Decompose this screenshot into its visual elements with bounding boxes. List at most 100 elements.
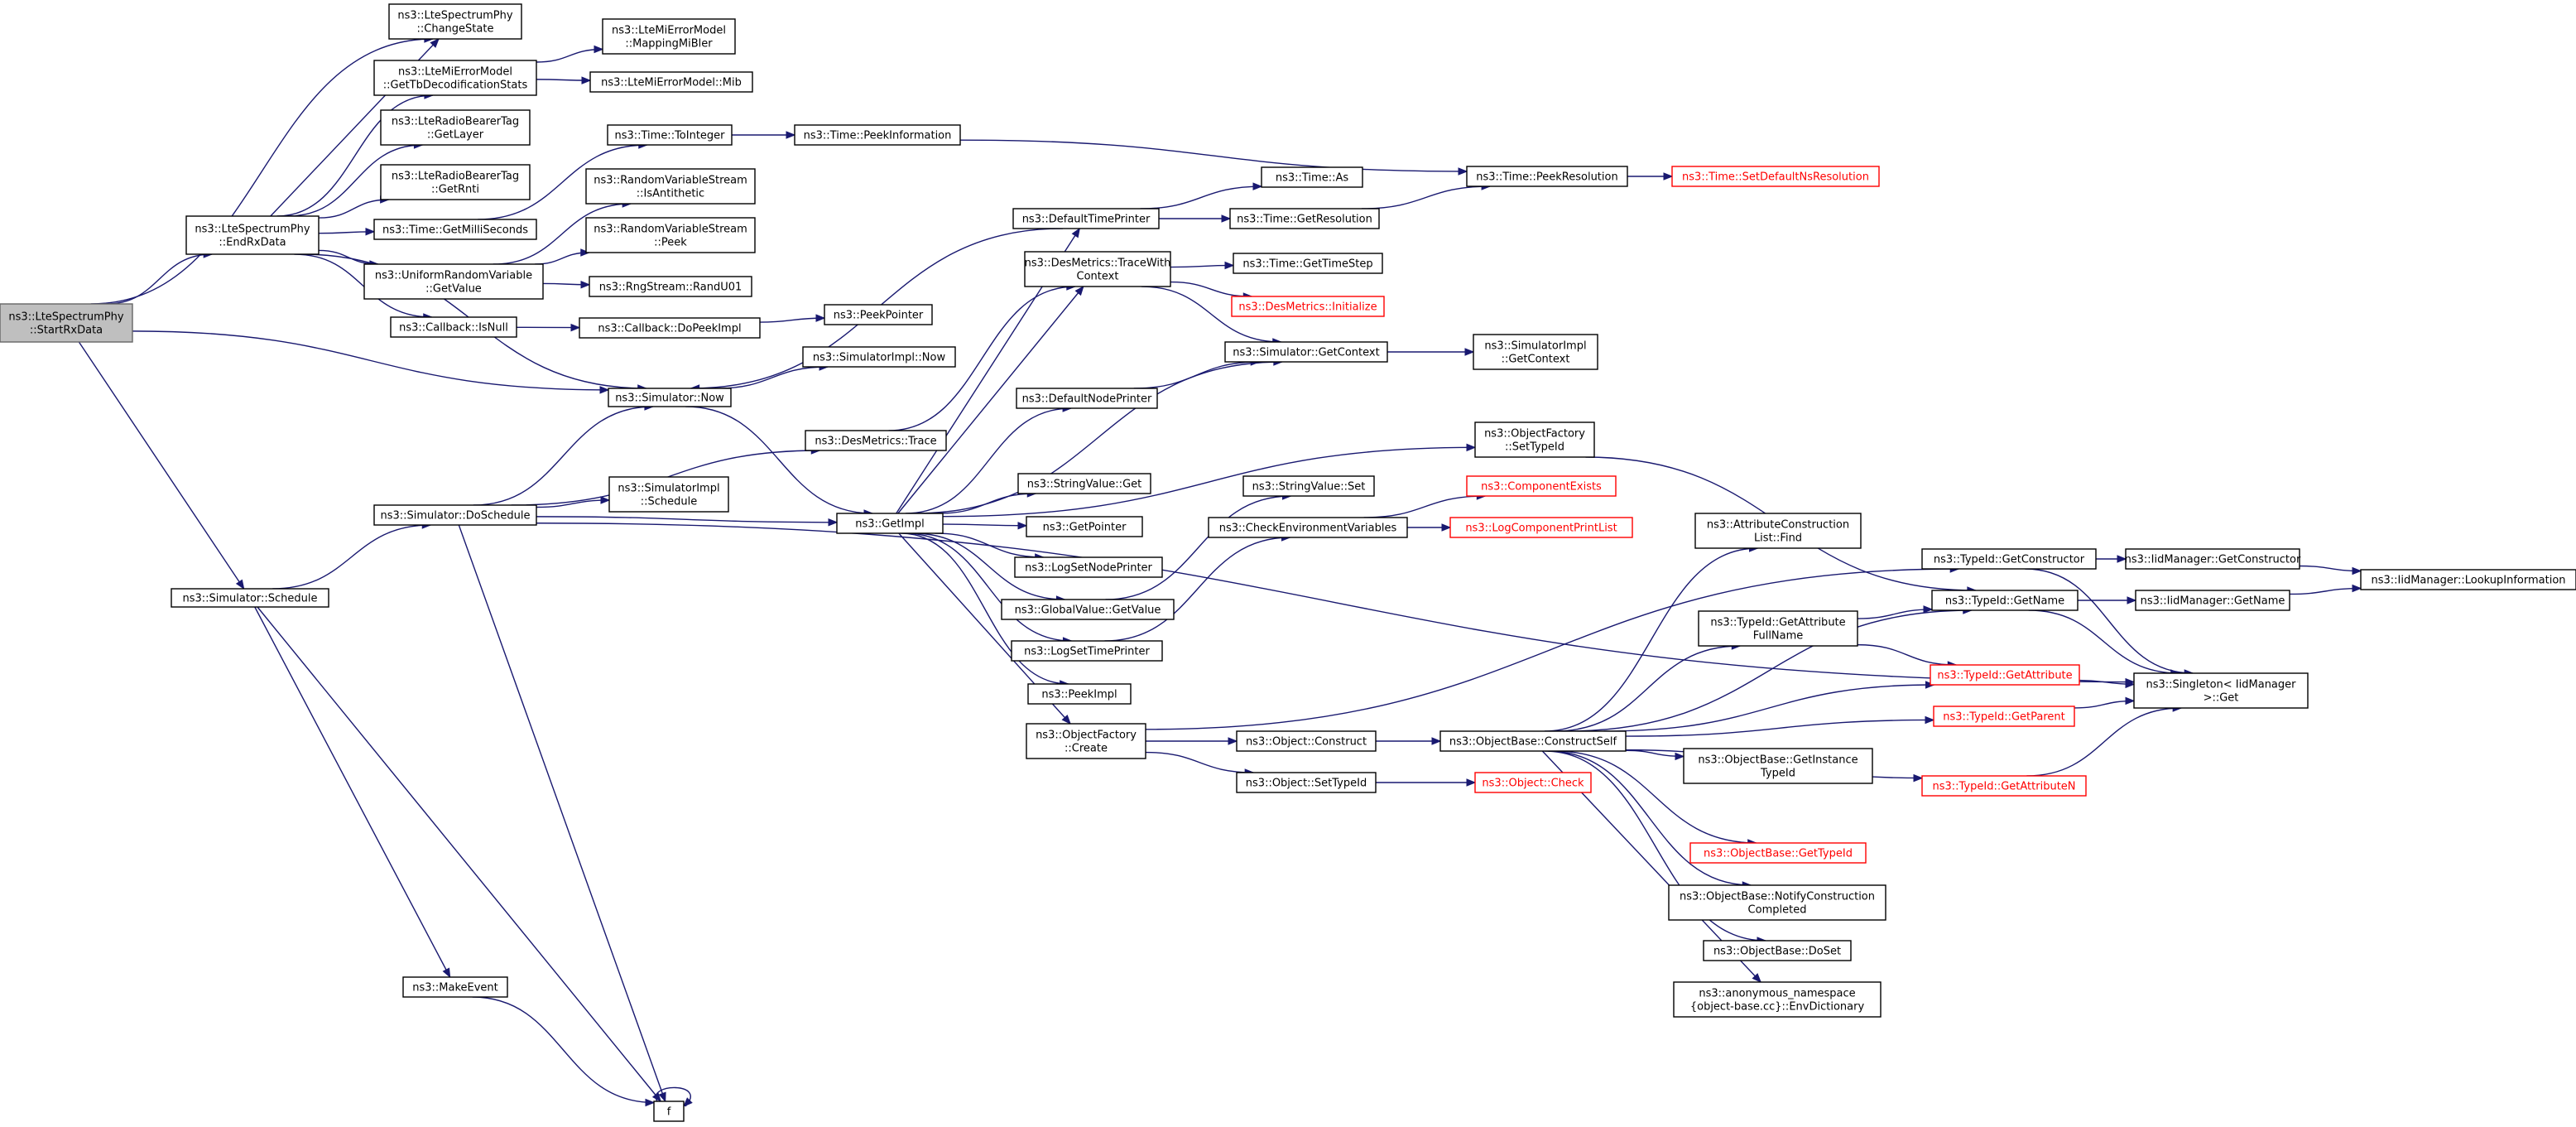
node-iid-getctor[interactable]: ns3::IidManager::GetConstructor [2125, 548, 2301, 570]
node-get-pointer[interactable]: ns3::GetPointer [1026, 516, 1143, 537]
node-log-time[interactable]: ns3::LogSetTimePrinter [1011, 640, 1163, 662]
node-get-res[interactable]: ns3::Time::GetResolution [1229, 208, 1380, 229]
node-des-init[interactable]: ns3::DesMetrics::Initialize [1231, 296, 1385, 317]
node-des-trace[interactable]: ns3::DesMetrics::Trace [805, 430, 947, 451]
node-label: ns3::Time::As [1276, 172, 1349, 185]
edge-line [905, 407, 1072, 514]
node-check-env[interactable]: ns3::CheckEnvironmentVariables [1208, 517, 1408, 538]
node-construct-self[interactable]: ns3::ObjectBase::ConstructSelf [1439, 730, 1627, 752]
node-tid-getname[interactable]: ns3::TypeId::GetName [1931, 590, 2079, 611]
node-peek-pointer[interactable]: ns3::PeekPointer [824, 304, 933, 325]
node-tid-getctor[interactable]: ns3::TypeId::GetConstructor [1921, 548, 2097, 570]
node-ob-doset[interactable]: ns3::ObjectBase::DoSet [1703, 940, 1852, 961]
node-end-rx[interactable]: ns3::LteSpectrumPhy::EndRxData [185, 215, 320, 255]
node-get-timestep[interactable]: ns3::Time::GetTimeStep [1233, 253, 1383, 274]
node-to-integer[interactable]: ns3::Time::ToInteger [607, 124, 733, 146]
node-label: ns3::LteMiErrorModel::Mib [601, 77, 742, 89]
edge-obj-settype-to-obj-check [1375, 778, 1477, 787]
node-label: ns3::ObjectBase::GetInstance [1698, 754, 1858, 767]
node-get-rnti[interactable]: ns3::LteRadioBearerTag::GetRnti [380, 164, 531, 200]
node-mib[interactable]: ns3::LteMiErrorModel::Mib [589, 71, 753, 93]
node-sim-schedule[interactable]: ns3::Simulator::Schedule [171, 588, 329, 608]
node-cb-isnull[interactable]: ns3::Callback::IsNull [390, 316, 517, 338]
node-peek-res[interactable]: ns3::Time::PeekResolution [1466, 166, 1628, 187]
node-urv-get[interactable]: ns3::UniformRandomVariable::GetValue [363, 263, 544, 300]
node-make-event[interactable]: ns3::MakeEvent [402, 976, 508, 998]
edge-line [959, 139, 1468, 172]
edge-construct-self-to-ob-instance [1625, 749, 1685, 761]
node-get-ms[interactable]: ns3::Time::GetMilliSeconds [373, 219, 537, 240]
node-env-dict[interactable]: ns3::anonymous_namespace{object-base.cc}… [1673, 981, 1882, 1018]
node-label: ::Schedule [641, 496, 698, 508]
node-label: ns3::Callback::DoPeekImpl [598, 323, 741, 335]
node-box [380, 109, 531, 146]
node-mapping[interactable]: ns3::LteMiErrorModel::MappingMiBler [602, 18, 736, 55]
node-get-layer[interactable]: ns3::LteRadioBearerTag::GetLayer [380, 109, 531, 146]
node-box [1933, 706, 2075, 727]
node-of-settype[interactable]: ns3::ObjectFactory::SetTypeId [1474, 421, 1595, 458]
node-label: ns3::LteMiErrorModel [398, 66, 512, 79]
node-box [373, 504, 537, 526]
node-set-default-ns[interactable]: ns3::Time::SetDefaultNsResolution [1671, 166, 1880, 187]
node-peek-impl[interactable]: ns3::PeekImpl [1027, 683, 1132, 705]
edge-line [888, 286, 1075, 431]
node-comp-exists[interactable]: ns3::ComponentExists [1466, 475, 1617, 497]
node-label: ns3::LogSetTimePrinter [1024, 646, 1150, 658]
node-simimpl-now[interactable]: ns3::SimulatorImpl::Now [802, 346, 956, 368]
node-get-tb[interactable]: ns3::LteMiErrorModel::GetTbDecodificatio… [373, 60, 537, 96]
node-ob-notify[interactable]: ns3::ObjectBase::NotifyConstructionCompl… [1668, 884, 1886, 921]
node-label: >::Get [2204, 692, 2239, 705]
node-label: ns3::PeekImpl [1041, 689, 1117, 701]
node-default-node[interactable]: ns3::DefaultNodePrinter [1016, 388, 1158, 409]
node-obj-construct[interactable]: ns3::Object::Construct [1236, 730, 1377, 752]
node-time-as[interactable]: ns3::Time::As [1261, 166, 1363, 188]
edge-line [2026, 707, 2182, 777]
node-cb-dopeek[interactable]: ns3::Callback::DoPeekImpl [579, 317, 761, 339]
node-singleton-get[interactable]: ns3::Singleton< IidManager >::Get [2133, 672, 2309, 709]
arrowhead [365, 228, 376, 236]
node-default-time[interactable]: ns3::DefaultTimePrinter [1012, 208, 1160, 229]
node-box [2125, 548, 2300, 570]
node-obj-settype[interactable]: ns3::Object::SetTypeId [1236, 772, 1377, 793]
node-iid-lookup[interactable]: ns3::IidManager::LookupInformation [2360, 569, 2576, 590]
edge-line [2025, 568, 2194, 674]
node-gv-get[interactable]: ns3::GlobalValue::GetValue [1001, 599, 1175, 620]
edge-line [257, 606, 661, 1102]
node-ob-gettype[interactable]: ns3::ObjectBase::GetTypeId [1689, 842, 1867, 864]
node-stringvalue-get[interactable]: ns3::StringValue::Get [1017, 473, 1151, 494]
node-obj-check[interactable]: ns3::Object::Check [1474, 772, 1592, 793]
node-iid-getname[interactable]: ns3::IidManager::GetName [2135, 590, 2290, 611]
node-label: ns3::Time::PeekResolution [1476, 171, 1617, 184]
node-label: ns3::Time::GetTimeStep [1242, 258, 1372, 271]
node-sim-now[interactable]: ns3::Simulator::Now [608, 388, 732, 407]
node-rvs-anti[interactable]: ns3::RandomVariableStream::IsAntithetic [585, 168, 756, 205]
node-stringvalue-set[interactable]: ns3::StringValue::Set [1242, 475, 1375, 497]
node-label: ns3::UniformRandomVariable [375, 270, 532, 282]
edge-line [1145, 568, 1959, 730]
node-box [1671, 166, 1880, 187]
node-log-node[interactable]: ns3::LogSetNodePrinter [1014, 556, 1163, 578]
node-tid-getattrn[interactable]: ns3::TypeId::GetAttributeN [1921, 775, 2087, 797]
node-tid-getparent[interactable]: ns3::TypeId::GetParent [1933, 706, 2075, 727]
node-f[interactable]: f [653, 1101, 685, 1122]
node-peek-info[interactable]: ns3::Time::PeekInformation [794, 124, 961, 146]
node-simimpl-sched[interactable]: ns3::SimulatorImpl::Schedule [608, 476, 729, 513]
node-label: ns3::PeekPointer [834, 310, 924, 322]
node-rvs-peek[interactable]: ns3::RandomVariableStream::Peek [585, 217, 756, 253]
node-change-state[interactable]: ns3::LteSpectrumPhy::ChangeState [388, 3, 522, 40]
node-start-rx[interactable]: ns3::LteSpectrumPhy::StartRxData [0, 303, 133, 343]
node-of-create[interactable]: ns3::ObjectFactory::Create [1026, 723, 1146, 759]
node-box [0, 303, 133, 343]
node-tid-getattr[interactable]: ns3::TypeId::GetAttribute [1930, 664, 2080, 686]
node-log-print-list[interactable]: ns3::LogComponentPrintList [1449, 517, 1633, 538]
node-sim-getctx[interactable]: ns3::Simulator::GetContext [1224, 341, 1388, 363]
node-box [1012, 208, 1160, 229]
node-simimpl-getctx[interactable]: ns3::SimulatorImpl::GetContext [1473, 334, 1598, 370]
node-do-schedule[interactable]: ns3::Simulator::DoSchedule [373, 504, 537, 526]
node-get-impl[interactable]: ns3::GetImpl [836, 513, 944, 534]
node-randu01[interactable]: ns3::RngStream::RandU01 [589, 276, 752, 297]
